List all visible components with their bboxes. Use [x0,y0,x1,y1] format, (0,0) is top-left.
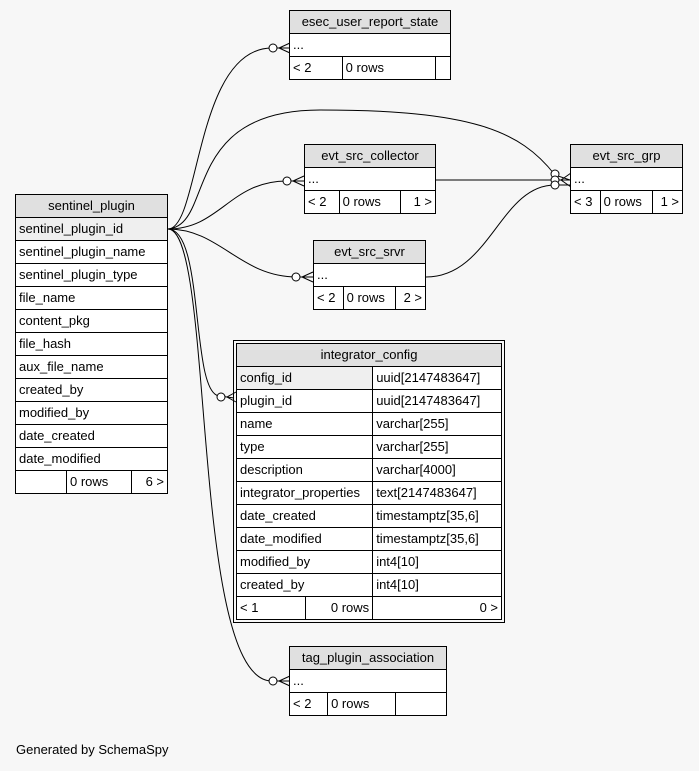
children-count [395,692,447,716]
parents-count [15,470,67,494]
column-name: date_modified [235,527,374,551]
rows-count: 0 rows [342,286,397,310]
column-type: int4[10] [372,573,502,597]
rows-count: 0 rows [599,190,654,214]
column-name: description [235,458,374,482]
column-name: config_id [235,366,374,390]
table-evt-src-grp[interactable]: evt_src_grp ... < 3 0 rows 1 > [570,144,683,214]
column-type: varchar[255] [372,435,502,459]
column-row: created_by [15,378,168,402]
column-type: timestamptz[35,6] [372,527,502,551]
column-type: int4[10] [372,550,502,574]
table-sentinel-plugin[interactable]: sentinel_plugin sentinel_plugin_id senti… [15,194,169,494]
edge-srvr-grp [425,184,570,278]
rows-count: 0 rows [66,470,132,494]
rows-count: 0 rows [341,56,437,80]
entity-row: ... [304,167,436,191]
children-count: 2 > [395,286,426,310]
column-name: date_created [235,504,374,528]
rows-count: 0 rows [304,596,374,620]
parents-count: < 1 [236,596,306,620]
column-row: aux_file_name [15,355,168,379]
table-esec-user-report-state[interactable]: esec_user_report_state ... < 2 0 rows [289,10,451,80]
column-row: content_pkg [15,309,168,333]
edge-evt-src-grp-top [167,109,571,230]
column-name: plugin_id [235,389,374,413]
edge-integrator-config [167,228,235,399]
edge-evt-src-srvr [167,228,313,278]
column-type: uuid[2147483647] [372,366,502,390]
children-count: 1 > [400,190,436,214]
column-type: uuid[2147483647] [372,389,502,413]
edge-evt-src-collector [167,180,304,230]
children-count: 1 > [652,190,683,214]
generated-by-label: Generated by SchemaSpy [16,742,169,757]
column-row: date_modified [15,447,168,471]
parents-count: < 3 [570,190,601,214]
column-row: modified_by [15,401,168,425]
rows-count: 0 rows [327,692,396,716]
column-name: integrator_properties [235,481,374,505]
entity-title: evt_src_collector [304,144,436,168]
entity-title: sentinel_plugin [15,194,168,218]
children-count [435,56,451,80]
column-name: created_by [235,573,374,597]
parents-count: < 2 [289,56,343,80]
children-count: 6 > [130,470,169,494]
column-row: sentinel_plugin_name [15,240,168,264]
column-type: varchar[4000] [372,458,502,482]
column-row: date_created [15,424,168,448]
edge-esec-user-report-state [167,47,290,230]
table-evt-src-collector[interactable]: evt_src_collector ... < 2 0 rows 1 > [304,144,436,214]
edge-tag-plugin-association [167,228,290,682]
column-name: type [235,435,374,459]
entity-title: integrator_config [236,343,502,367]
column-type: timestamptz[35,6] [372,504,502,528]
table-tag-plugin-association[interactable]: tag_plugin_association ... < 2 0 rows [288,646,447,716]
parents-count: < 2 [304,190,340,214]
column-row: sentinel_plugin_id [15,217,168,241]
entity-title: evt_src_srvr [313,240,426,264]
column-type: varchar[255] [372,412,502,436]
entity-row: ... [289,33,451,57]
children-count: 0 > [372,596,502,620]
parents-count: < 2 [288,692,329,716]
column-name: modified_by [235,550,374,574]
rows-count: 0 rows [338,190,402,214]
table-evt-src-srvr[interactable]: evt_src_srvr ... < 2 0 rows 2 > [313,240,426,310]
column-type: text[2147483647] [372,481,502,505]
parents-count: < 2 [313,286,344,310]
entity-row: ... [289,669,447,693]
entity-row: ... [570,167,683,191]
column-name: name [235,412,374,436]
column-row: sentinel_plugin_type [15,263,168,287]
entity-row: ... [313,263,426,287]
entity-title: esec_user_report_state [289,10,451,34]
entity-title: tag_plugin_association [289,646,447,670]
column-row: file_hash [15,332,168,356]
column-row: file_name [15,286,168,310]
entity-title: evt_src_grp [570,144,683,168]
